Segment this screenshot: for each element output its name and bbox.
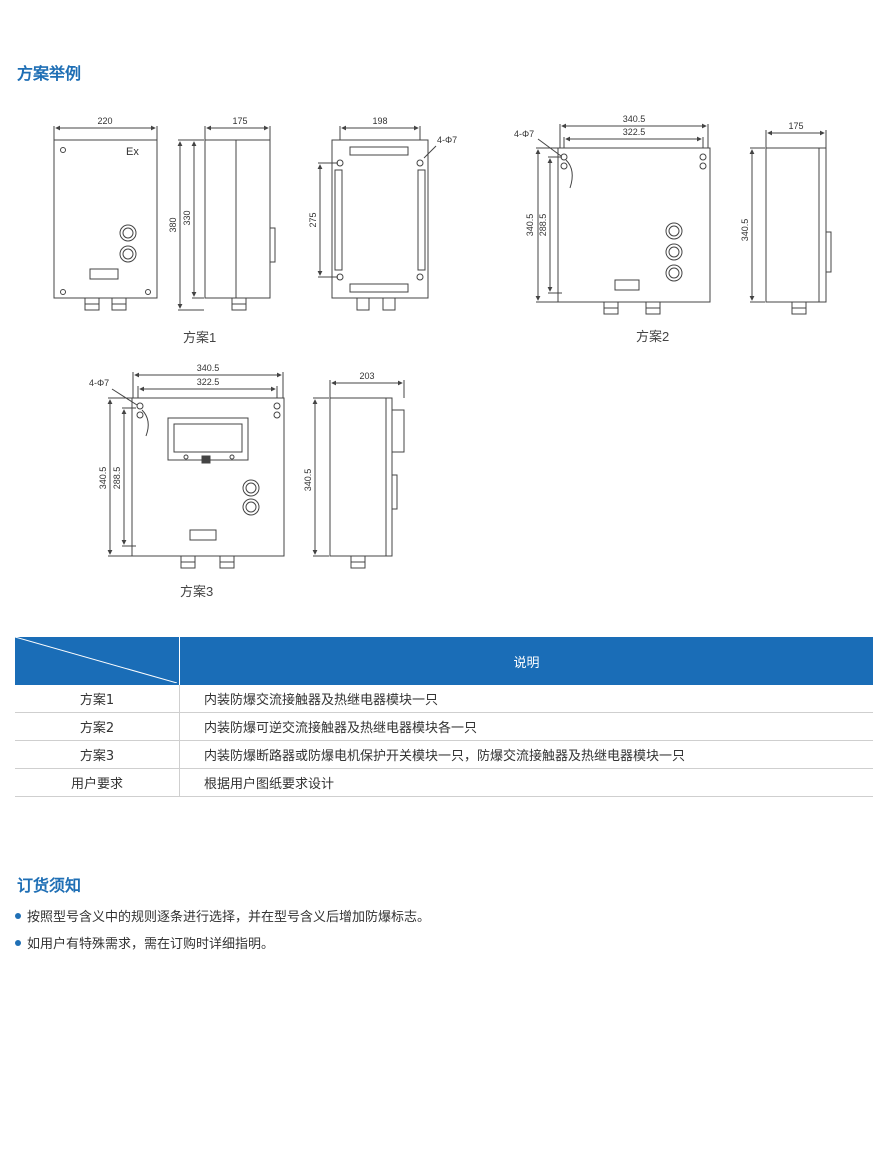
row-name: 方案3 xyxy=(15,740,180,769)
table-header-row: 说明 xyxy=(15,637,873,685)
scheme1-back-view: 198 4-Φ7 275 xyxy=(308,116,457,311)
row-description: 内装防爆可逆交流接触器及热继电器模块各一只 xyxy=(179,712,873,741)
scheme2-side-view: 175 340.5 xyxy=(740,121,832,315)
ordering-note-text: 按照型号含义中的规则逐条进行选择，并在型号含义后增加防爆标志。 xyxy=(27,910,431,925)
scheme3-width-outer-label: 340.5 xyxy=(197,363,220,373)
scheme1-height-inner-label: 330 xyxy=(182,210,192,225)
row-name: 方案1 xyxy=(15,685,180,713)
examples-title: 方案举例 xyxy=(17,64,82,83)
row-description: 内装防爆断路器或防爆电机保护开关模块一只，防爆交流接触器及热继电器模块一只 xyxy=(179,740,873,769)
table-corner-cell xyxy=(15,637,180,685)
scheme-table: 说明 方案1 内装防爆交流接触器及热继电器模块一只 方案2 内装防爆可逆交流接触… xyxy=(15,637,873,797)
scheme1-front-view: 220 Ex xyxy=(53,116,158,311)
ordering-notes-list: 按照型号含义中的规则逐条进行选择，并在型号含义后增加防爆标志。 如用户有特殊需求… xyxy=(15,902,430,956)
ordering-title: 订货须知 xyxy=(17,876,82,895)
scheme2-depth-label: 175 xyxy=(788,121,803,131)
scheme2-height-label: 340.5 xyxy=(740,219,750,242)
row-description: 根据用户图纸要求设计 xyxy=(179,768,873,797)
scheme2-height-outer-label: 340.5 xyxy=(525,214,535,237)
scheme3-height-label: 340.5 xyxy=(303,469,313,492)
ordering-note-text: 如用户有特殊需求，需在订购时详细指明。 xyxy=(27,937,275,952)
scheme2-front-view: 340.5 322.5 4-Φ7 340.5 288.5 xyxy=(514,114,711,315)
list-item: 按照型号含义中的规则逐条进行选择，并在型号含义后增加防爆标志。 xyxy=(15,902,430,929)
scheme3-width-inner-label: 322.5 xyxy=(197,377,220,387)
scheme1-width-label: 220 xyxy=(97,116,112,126)
scheme3-holes-label: 4-Φ7 xyxy=(89,378,109,388)
scheme3-front-view: 340.5 322.5 4-Φ7 340.5 288.5 xyxy=(89,363,285,569)
dimension-drawings: 220 Ex 175 380 330 198 4-Φ7 275 xyxy=(53,114,832,599)
scheme2-height-inner-label: 288.5 xyxy=(538,214,548,237)
scheme3-height-outer-label: 340.5 xyxy=(98,467,108,490)
scheme1-hole-spacing-label: 275 xyxy=(308,212,318,227)
scheme2-width-outer-label: 340.5 xyxy=(623,114,646,124)
table-row: 方案3 内装防爆断路器或防爆电机保护开关模块一只，防爆交流接触器及热继电器模块一… xyxy=(15,740,873,769)
scheme1-depth-label: 175 xyxy=(232,116,247,126)
scheme2-holes-label: 4-Φ7 xyxy=(514,129,534,139)
row-name: 用户要求 xyxy=(15,768,180,797)
scheme3-depth-label: 203 xyxy=(359,371,374,381)
table-row: 方案2 内装防爆可逆交流接触器及热继电器模块各一只 xyxy=(15,712,873,741)
scheme3-side-view: 203 340.5 xyxy=(303,371,405,569)
scheme1-caption: 方案1 xyxy=(183,330,216,345)
scheme1-holes-label: 4-Φ7 xyxy=(437,135,457,145)
bullet-dot-icon xyxy=(15,939,21,946)
row-name: 方案2 xyxy=(15,712,180,741)
diagonal-divider xyxy=(15,637,177,683)
scheme1-side-view: 175 380 330 xyxy=(168,116,276,311)
row-description: 内装防爆交流接触器及热继电器模块一只 xyxy=(179,685,873,713)
scheme2-caption: 方案2 xyxy=(636,329,669,344)
scheme3-height-inner-label: 288.5 xyxy=(112,467,122,490)
table-row: 用户要求 根据用户图纸要求设计 xyxy=(15,768,873,797)
list-item: 如用户有特殊需求，需在订购时详细指明。 xyxy=(15,929,430,956)
scheme1-height-outer-label: 380 xyxy=(168,217,178,232)
bullet-dot-icon xyxy=(15,912,21,919)
scheme2-width-inner-label: 322.5 xyxy=(623,127,646,137)
ex-mark: Ex xyxy=(126,146,139,158)
table-row: 方案1 内装防爆交流接触器及热继电器模块一只 xyxy=(15,685,873,713)
table-header-description: 说明 xyxy=(179,637,873,685)
scheme1-back-width-label: 198 xyxy=(372,116,387,126)
scheme3-caption: 方案3 xyxy=(180,584,213,599)
